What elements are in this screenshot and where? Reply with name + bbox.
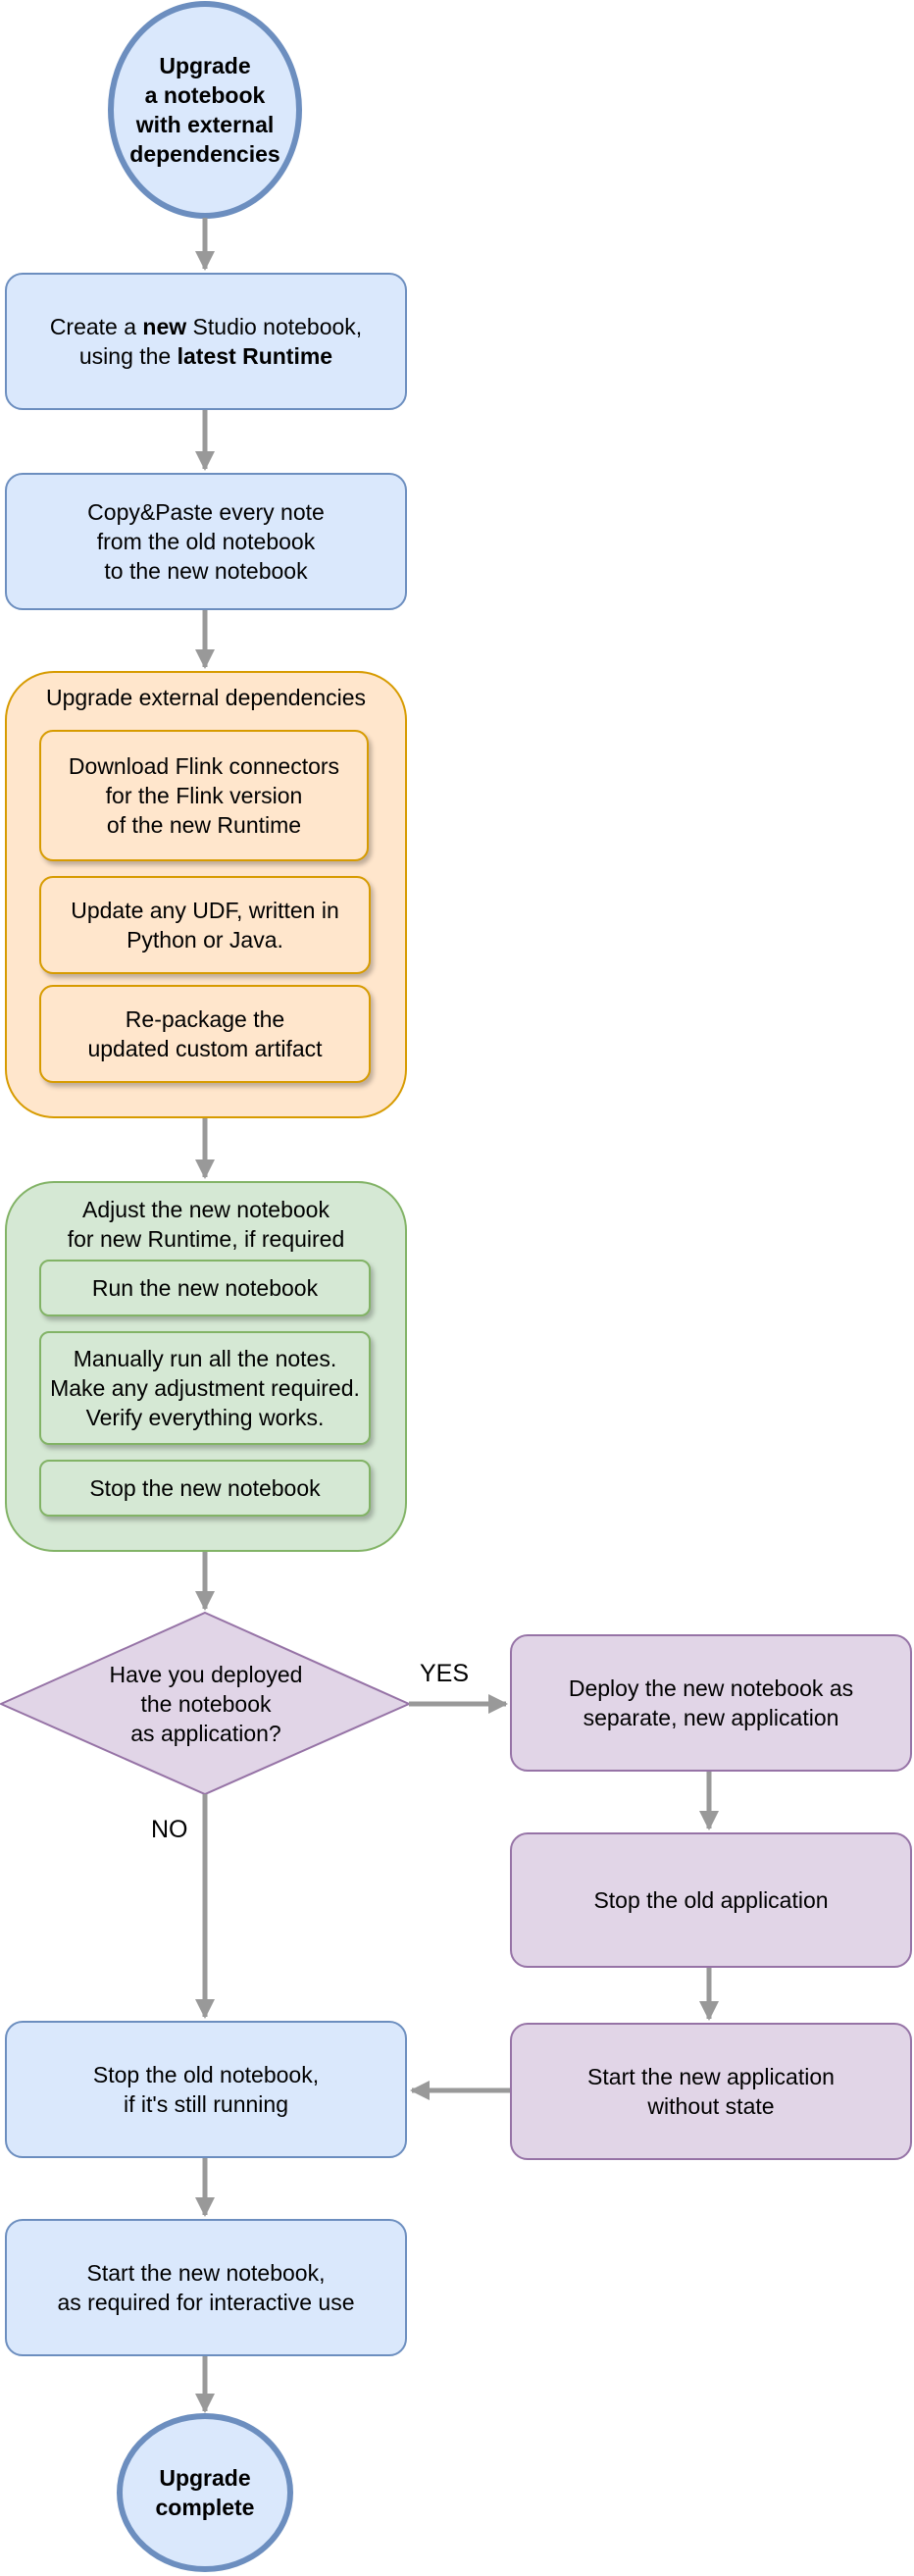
download-connectors-step: Download Flink connectors for the Flink … [39, 730, 369, 861]
stop-new-notebook-step: Stop the new notebook [39, 1460, 371, 1517]
create-notebook-text: Create a new Studio notebook, using the … [49, 314, 363, 369]
end-circle [117, 2413, 293, 2572]
update-udf-step: Update any UDF, written in Python or Jav… [39, 876, 371, 974]
start-new-notebook-step: Start the new notebook, as required for … [5, 2219, 407, 2356]
start-circle [108, 1, 302, 219]
decision-label: Have you deployed the notebook as applic… [109, 1662, 303, 1746]
upgrade-dependencies-title: Upgrade external dependencies [45, 685, 367, 710]
run-new-notebook-step: Run the new notebook [39, 1260, 371, 1316]
stop-old-notebook-step: Stop the old notebook, if it's still run… [5, 2021, 407, 2158]
adjust-notebook-title: Adjust the new notebook for new Runtime,… [67, 1197, 345, 1252]
manually-run-notes-step: Manually run all the notes. Make any adj… [39, 1331, 371, 1445]
start-new-application-step: Start the new application without state [510, 2023, 912, 2160]
yes-label: YES [420, 1660, 470, 1687]
stop-old-application-step: Stop the old application [510, 1832, 912, 1968]
end-label: Upgrade complete [155, 2465, 255, 2520]
copy-notes-step: Copy&Paste every note from the old noteb… [5, 473, 407, 610]
start-label: Upgrade a notebook with external depende… [129, 53, 280, 167]
no-label: NO [151, 1816, 188, 1843]
create-notebook-step: Create a new Studio notebook, using the … [5, 273, 407, 410]
deploy-new-application-step: Deploy the new notebook as separate, new… [510, 1634, 912, 1772]
repackage-artifact-step: Re-package the updated custom artifact [39, 985, 371, 1083]
